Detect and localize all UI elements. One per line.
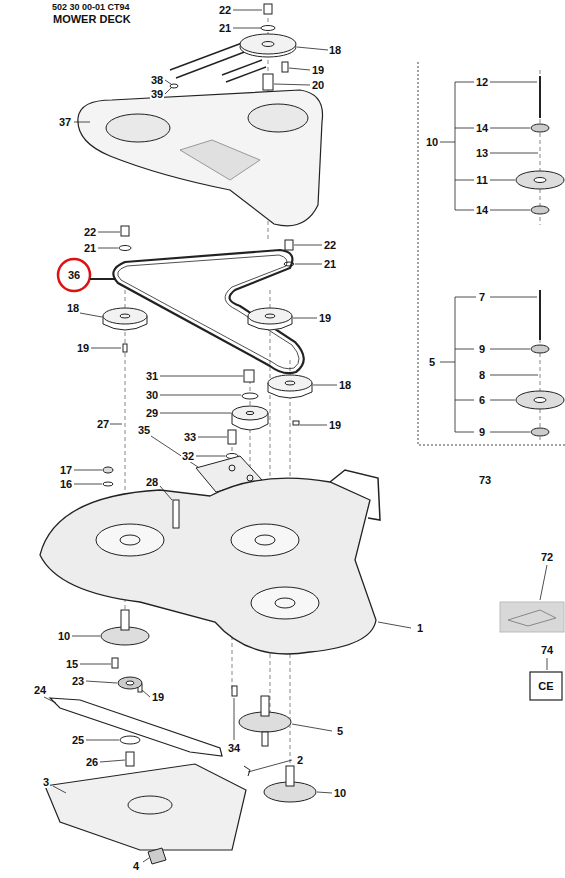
callout-number: 39: [150, 88, 164, 100]
callout-number: 19: [318, 312, 332, 324]
callout-number: 22: [83, 226, 97, 238]
callout-number: 10: [333, 787, 347, 799]
callout-number: 23: [71, 675, 85, 687]
callout-number: 14: [475, 204, 489, 216]
drawing-title: 502 30 00-01 CT94: [52, 2, 130, 13]
callout-number: 32: [181, 450, 195, 462]
callout-number: 21: [218, 22, 232, 34]
callout-number: 31: [145, 370, 159, 382]
callout-number: 21: [323, 258, 337, 270]
callout-number: 19: [151, 691, 165, 703]
callout-number: 22: [218, 4, 232, 16]
callout-number: 21: [83, 242, 97, 254]
callout-number: 38: [150, 74, 164, 86]
callout-number: 13: [475, 147, 489, 159]
callout-number: 17: [59, 464, 73, 476]
callout-number: 18: [338, 379, 352, 391]
callout-number: 36: [67, 269, 81, 281]
callout-number: 22: [323, 239, 337, 251]
callout-number: 14: [475, 122, 489, 134]
callout-number: 6: [478, 394, 486, 406]
callout-number: 37: [58, 116, 72, 128]
callout-number: 15: [65, 658, 79, 670]
callout-number: 33: [183, 431, 197, 443]
callout-number: 72: [540, 551, 554, 563]
callout-number: 5: [336, 725, 344, 737]
callout-number: 7: [478, 291, 486, 303]
callout-number: 3: [42, 776, 50, 788]
callout-number: 11: [475, 174, 489, 186]
callout-number: 26: [85, 756, 99, 768]
callout-number: 27: [96, 418, 110, 430]
callout-number: 29: [145, 407, 159, 419]
callout-number: 19: [76, 342, 90, 354]
callout-number: 4: [132, 860, 140, 872]
callout-number: 24: [33, 684, 47, 696]
callout-number: 20: [311, 79, 325, 91]
callout-number: 19: [311, 64, 325, 76]
callout-number: 19: [328, 419, 342, 431]
callout-number: 34: [227, 742, 241, 754]
callout-number: 12: [475, 76, 489, 88]
drawing-subtitle: MOWER DECK: [52, 13, 132, 25]
mark-text: CE: [537, 680, 554, 692]
callout-number: 35: [137, 424, 151, 436]
callout-number: 25: [71, 734, 85, 746]
callout-number: 10: [425, 136, 439, 148]
callout-number: 18: [66, 302, 80, 314]
callout-number: 28: [145, 476, 159, 488]
callout-number: 73: [478, 474, 492, 486]
callout-number: 2: [296, 754, 304, 766]
callout-number: 16: [59, 478, 73, 490]
callout-number: 10: [57, 630, 71, 642]
callout-number: 9: [478, 343, 486, 355]
callout-number: 1: [416, 622, 424, 634]
callout-number: 5: [428, 356, 436, 368]
callout-number: 74: [540, 644, 554, 656]
callout-number: 18: [328, 44, 342, 56]
callout-number: 30: [145, 389, 159, 401]
callout-number: 8: [478, 369, 486, 381]
callout-number: 9: [478, 426, 486, 438]
